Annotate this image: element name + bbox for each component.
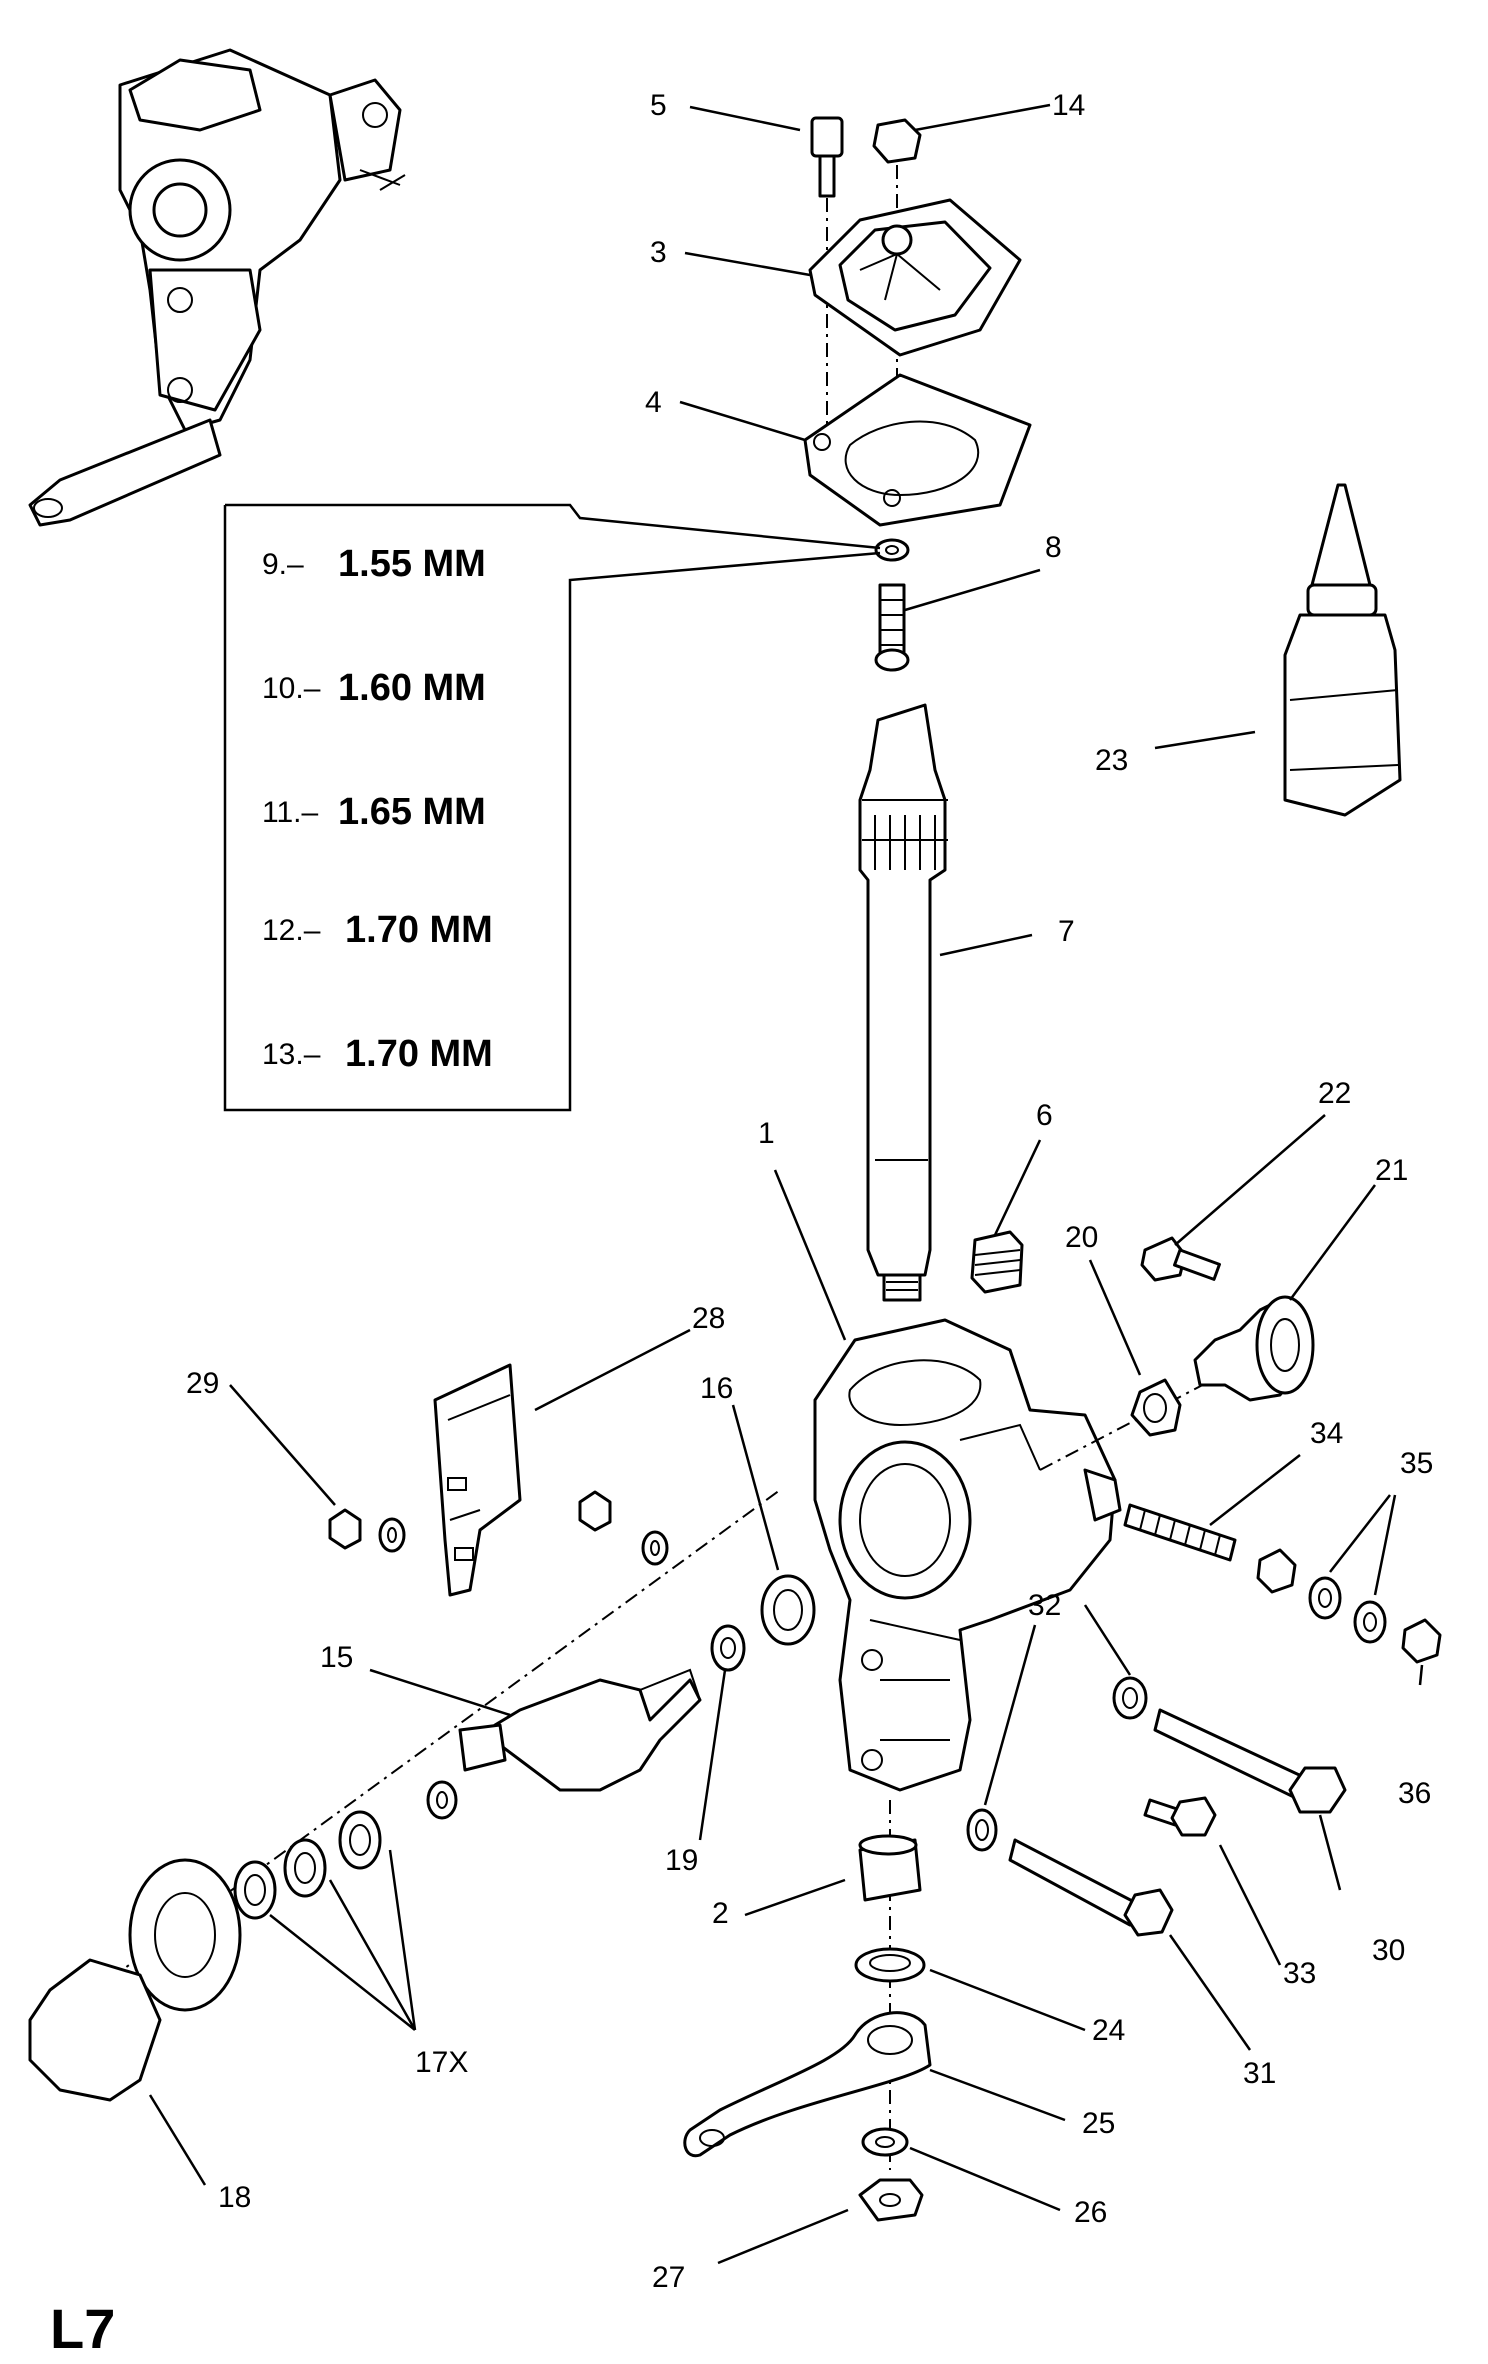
shim-thickness-value: 1.70 MM <box>345 1033 493 1075</box>
callout-14: 14 <box>1052 89 1085 122</box>
pitman-arm-parts <box>683 1834 932 2222</box>
callout-18: 18 <box>218 2181 251 2214</box>
callout-21: 21 <box>1375 1154 1408 1187</box>
callout-34: 34 <box>1310 1417 1343 1450</box>
worm-shaft-parts <box>28 1574 816 2102</box>
callout-17X: 17X <box>415 2046 468 2079</box>
side-cover-parts <box>1130 1236 1315 1437</box>
callout-16: 16 <box>700 1372 733 1405</box>
callout-7: 7 <box>1058 915 1075 948</box>
shim-thickness-value: 1.65 MM <box>338 791 486 833</box>
callout-27: 27 <box>652 2261 685 2294</box>
callout-1: 1 <box>758 1117 775 1150</box>
callout-20: 20 <box>1065 1221 1098 1254</box>
callout-31: 31 <box>1243 2057 1276 2090</box>
assembled-steering-gear-illustration <box>28 48 406 527</box>
mounting-bolt-parts <box>966 1676 1347 1937</box>
callout-6: 6 <box>1036 1099 1053 1132</box>
callout-26: 26 <box>1074 2196 1107 2229</box>
leader-lines <box>148 103 1424 2265</box>
sealant-bottle-illustration <box>1283 483 1402 817</box>
callout-19: 19 <box>665 1844 698 1877</box>
shim-item-number: 12.– <box>262 914 321 947</box>
callout-5: 5 <box>650 89 667 122</box>
callout-8: 8 <box>1045 531 1062 564</box>
callout-30: 30 <box>1372 1934 1405 1967</box>
page-code-label: L7 <box>50 2297 115 2360</box>
callout-33: 33 <box>1283 1957 1316 1990</box>
shim-item-number: 11.– <box>262 796 318 829</box>
callout-3: 3 <box>650 236 667 269</box>
callout-2: 2 <box>712 1897 729 1930</box>
callout-35: 35 <box>1400 1447 1433 1480</box>
callout-28: 28 <box>692 1302 725 1335</box>
callout-36: 36 <box>1398 1777 1431 1810</box>
callout-32: 32 <box>1028 1589 1061 1622</box>
callout-22: 22 <box>1318 1077 1351 1110</box>
callout-23: 23 <box>1095 744 1128 777</box>
shim-thickness-value: 1.60 MM <box>338 667 486 709</box>
bracket-and-nut-parts <box>328 1363 669 1597</box>
callout-15: 15 <box>320 1641 353 1674</box>
callout-24: 24 <box>1092 2014 1125 2047</box>
plug-illustration <box>970 1230 1024 1294</box>
shim-item-number: 9.– <box>262 548 304 581</box>
shim-thickness-value: 1.70 MM <box>345 909 493 951</box>
shim-thickness-table: 9.– 1.55 MM 10.– 1.60 MM 11.– 1.65 MM 12… <box>223 503 881 1112</box>
shim-item-number: 13.– <box>262 1038 321 1071</box>
stud-washer-nut-parts <box>1123 1503 1442 1664</box>
shim-thickness-value: 1.55 MM <box>338 543 486 585</box>
callout-4: 4 <box>645 386 662 419</box>
gear-housing-illustration <box>813 1318 1122 1792</box>
callout-25: 25 <box>1082 2107 1115 2140</box>
callout-labels: 1 2 3 4 5 6 7 8 14 15 16 17X 18 19 20 21… <box>186 89 1433 2294</box>
top-cover-parts <box>803 116 1032 672</box>
sector-shaft-illustration <box>858 703 948 1302</box>
shim-item-number: 10.– <box>262 672 321 705</box>
callout-29: 29 <box>186 1367 219 1400</box>
